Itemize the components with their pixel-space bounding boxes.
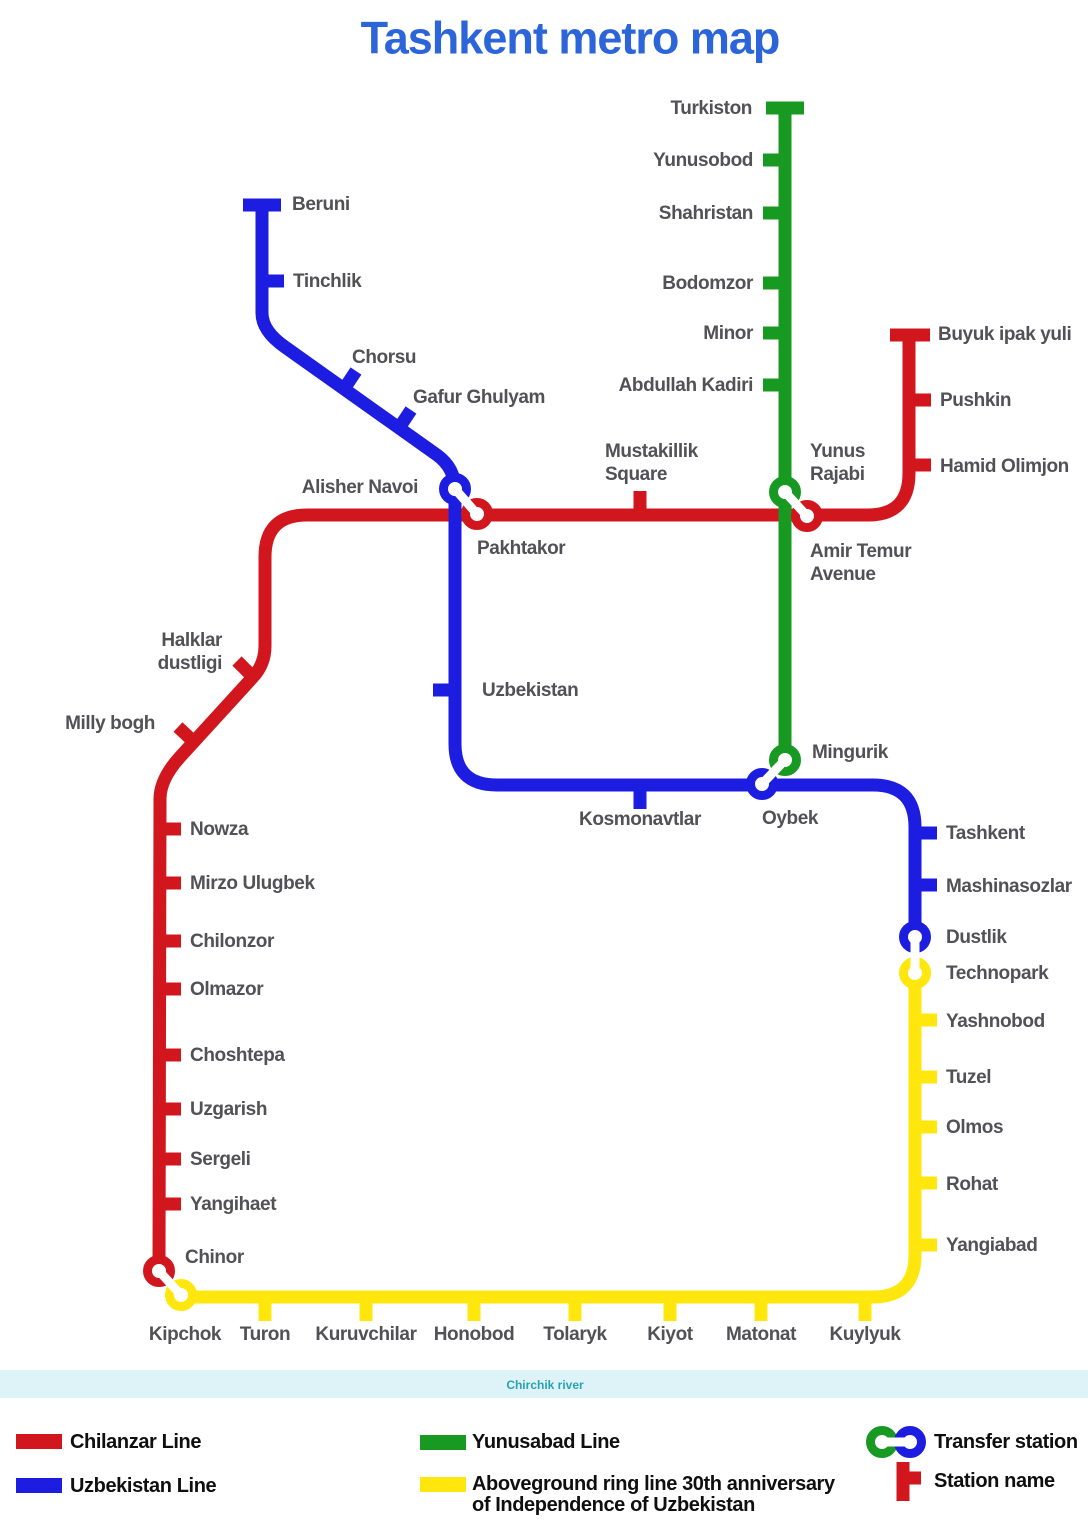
station-label-mashinasozlar: Mashinasozlar	[946, 876, 1073, 897]
station-label-mirzo-ulugbek: Mirzo Ulugbek	[190, 873, 315, 894]
station-label-sergeli: Sergeli	[190, 1149, 251, 1170]
station-label-dustlik: Dustlik	[946, 927, 1007, 948]
chilanzar-line-path	[152, 335, 916, 1265]
station-label-yangiabad: Yangiabad	[946, 1235, 1037, 1256]
station-label-alisher-navoi: Alisher Navoi	[302, 477, 418, 498]
station-label-matonat: Matonat	[726, 1324, 797, 1345]
legend-label-ring-line2: of Independence of Uzbekistan	[472, 1494, 755, 1516]
transfer-connector	[757, 755, 790, 789]
station-label-kipchok: Kipchok	[149, 1324, 222, 1345]
station-label-olmos: Olmos	[946, 1117, 1003, 1138]
station-label-chorsu: Chorsu	[352, 347, 416, 368]
station-label-beruni: Beruni	[292, 194, 350, 215]
legend: Chilanzar Line Uzbekistan Line Yunusabad…	[16, 1426, 1078, 1516]
legend-swatch-uzbekistan	[16, 1478, 62, 1493]
station-label-pushkin: Pushkin	[940, 390, 1011, 411]
station-label-kuruvchilar: Kuruvchilar	[315, 1324, 417, 1345]
legend-label-transfer: Transfer station	[934, 1431, 1078, 1453]
station-label-chinor: Chinor	[185, 1247, 245, 1268]
transfer-connector	[154, 1266, 186, 1300]
station-label-minor: Minor	[703, 323, 754, 344]
page-title: Tashkent metro map	[361, 13, 780, 64]
legend-label-yunusabad: Yunusabad Line	[472, 1431, 620, 1453]
gafur-ghulyam-tick	[393, 406, 417, 432]
station-label-rohat: Rohat	[946, 1174, 999, 1195]
station-label-yashnobod: Yashnobod	[946, 1011, 1045, 1032]
station-label-kiyot: Kiyot	[647, 1324, 694, 1345]
transfer-stations	[143, 473, 931, 1311]
legend-swatch-yunusabad	[420, 1435, 466, 1450]
station-label-tashkent: Tashkent	[946, 823, 1026, 844]
station-label-shahristan: Shahristan	[659, 203, 753, 224]
station-label-oybek: Oybek	[762, 808, 819, 829]
legend-label-chilanzar: Chilanzar Line	[70, 1431, 201, 1453]
station-label-bodomzor: Bodomzor	[662, 273, 754, 294]
station-label-chilonzor: Chilonzor	[190, 931, 275, 952]
transfer-connector	[450, 484, 482, 519]
ring-line-path	[184, 973, 922, 1304]
station-label-hamid-olimjon: Hamid Olimjon	[940, 456, 1069, 477]
transfer-station-icon	[866, 1426, 926, 1458]
station-label-uzbekistan: Uzbekistan	[482, 680, 578, 701]
station-label-nowza: Nowza	[190, 819, 249, 840]
legend-swatch-chilanzar	[16, 1434, 62, 1449]
station-label-choshtepa: Choshtepa	[190, 1045, 285, 1066]
station-label-olmazor: Olmazor	[190, 979, 264, 1000]
station-label-milly-bogh: Milly bogh	[65, 713, 155, 734]
transfer-yunus-rajabi-amir-temur-avenue	[769, 476, 823, 532]
station-label-abdullah-kadiri: Abdullah Kadiri	[619, 375, 753, 396]
station-label-buyuk-ipak-yuli: Buyuk ipak yuli	[938, 324, 1071, 345]
station-label-honobod: Honobod	[434, 1324, 515, 1345]
river-band-fill	[0, 1370, 1088, 1398]
station-label-tuzel: Tuzel	[946, 1067, 991, 1088]
station-label-tolaryk: Tolaryk	[543, 1324, 607, 1345]
station-label-technopark: Technopark	[946, 963, 1049, 984]
station-label-gafur-ghulyam: Gafur Ghulyam	[413, 387, 545, 408]
station-label-mingurik: Mingurik	[812, 742, 889, 763]
transfer-connector	[780, 487, 812, 521]
station-label-tinchlik: Tinchlik	[293, 271, 362, 292]
station-label-kuylyuk: Kuylyuk	[829, 1324, 901, 1345]
station-label-turon: Turon	[240, 1324, 290, 1345]
legend-label-ring-line1: Aboveground ring line 30th anniversary	[472, 1473, 836, 1495]
legend-label-uzbekistan: Uzbekistan Line	[70, 1475, 217, 1497]
river-label: Chirchik river	[506, 1378, 584, 1392]
station-label-uzgarish: Uzgarish	[190, 1099, 267, 1120]
transfer-dustlik-technopark	[899, 921, 931, 989]
transfer-alisher-navoi-pakhtakor	[439, 473, 493, 530]
legend-swatch-ring	[420, 1477, 466, 1492]
station-label-kosmonavtlar: Kosmonavtlar	[579, 809, 702, 830]
river-band: Chirchik river	[0, 1370, 1088, 1398]
station-name-icon	[896, 1462, 921, 1501]
station-label-yunusobod: Yunusobod	[653, 150, 753, 171]
station-label-yangihaet: Yangihaet	[190, 1194, 277, 1215]
transfer-mingurik-oybek	[746, 744, 801, 800]
uzbekistan-line-path	[255, 199, 922, 931]
transfer-chinor-kipchok	[143, 1255, 197, 1311]
station-label-turkiston: Turkiston	[670, 98, 752, 119]
milly-bogh-tick	[173, 722, 199, 747]
halklar-dustligi-tick	[232, 656, 258, 682]
station-ticks	[159, 101, 937, 1321]
station-label-pakhtakor: Pakhtakor	[477, 538, 566, 559]
legend-label-station-name: Station name	[934, 1470, 1055, 1492]
chorsu-tick	[338, 367, 362, 393]
